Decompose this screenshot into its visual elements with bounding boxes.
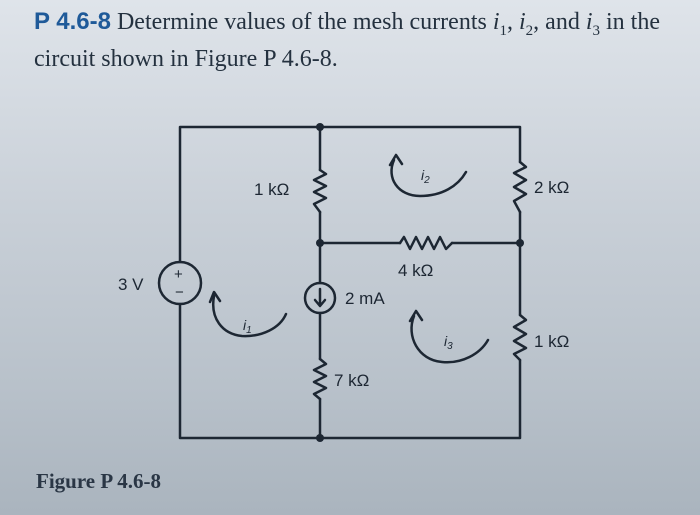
label-current-source: 2 mA	[345, 289, 385, 308]
sep-1: ,	[507, 9, 519, 35]
var-i2: i2	[519, 9, 534, 39]
problem-number: P 4.6-8	[34, 8, 111, 35]
node-bottom	[316, 434, 324, 442]
wire-left-lower	[178, 302, 322, 440]
mesh-arrowhead-i2	[388, 153, 404, 167]
current-source	[303, 281, 337, 315]
resistor-7k	[312, 357, 328, 401]
voltage-source	[157, 260, 203, 306]
label-source: 3 V	[118, 275, 144, 294]
wire-top-right	[318, 125, 522, 164]
label-r-2k: 2 kΩ	[534, 178, 569, 197]
problem-text-after: in the circuit shown in Figure P 4.6-8.	[34, 9, 660, 72]
label-r-7k: 7 kΩ	[334, 371, 369, 390]
mesh-arrow-i1	[211, 294, 288, 338]
source-plus: +	[174, 266, 183, 283]
label-mesh-i2: i2	[421, 167, 430, 186]
resistor-4k	[398, 235, 454, 251]
mesh-arrowhead-i3	[408, 309, 424, 323]
label-r-4k: 4 kΩ	[398, 261, 433, 280]
source-minus: −	[175, 284, 184, 301]
mesh-arrowhead-i1	[208, 290, 222, 304]
figure-caption: Figure P 4.6-8	[36, 469, 162, 493]
sep-2: , and	[533, 9, 586, 35]
current-arrow	[313, 287, 327, 308]
mesh-arrow-i3	[410, 314, 490, 364]
label-mesh-i3: i3	[444, 333, 453, 352]
resistor-1k-right	[512, 313, 528, 362]
node-top	[316, 123, 324, 131]
mesh-arrow-i2	[390, 158, 468, 198]
node-mid	[316, 239, 324, 247]
problem-text-before: Determine values of the mesh currents	[116, 9, 487, 35]
wire-right-bottom	[318, 358, 522, 440]
node-right	[516, 239, 524, 247]
resistor-2k	[512, 160, 528, 214]
label-mesh-i1: i1	[243, 317, 252, 336]
var-i1: i1	[492, 9, 507, 39]
wire-top-left	[178, 125, 322, 264]
label-r-1k-right: 1 kΩ	[534, 332, 569, 351]
label-r-1k-left: 1 kΩ	[254, 180, 289, 199]
var-i3: i3	[585, 9, 600, 39]
problem-statement: P 4.6-8 Determine values of the mesh cur…	[34, 8, 684, 73]
resistor-1k-left	[312, 168, 328, 214]
